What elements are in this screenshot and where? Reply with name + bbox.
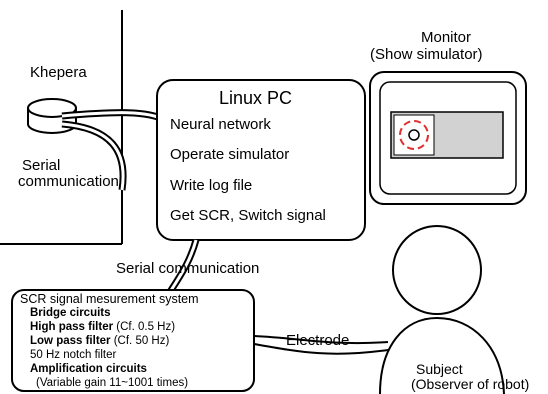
serial-scr-label: Serial communication: [116, 260, 260, 277]
pc-item-operate-simulator: Operate simulator: [170, 146, 290, 163]
scr-bridge-circuits: Bridge circuits: [30, 307, 111, 319]
electrode-wire-2: [253, 343, 389, 355]
electrode-wire-1: [253, 335, 389, 345]
robot-cable-fill: [61, 122, 125, 191]
scr-system-title: SCR signal mesurement system: [20, 292, 199, 306]
linux-pc-box: [156, 79, 366, 241]
serial-robot-label-line1: Serial: [22, 157, 61, 174]
monitor-label-line1: Monitor: [421, 29, 472, 46]
scr-low-pass-note: (Cf. 50 Hz): [110, 335, 170, 347]
scr-high-pass: High pass filter (Cf. 0.5 Hz): [30, 321, 175, 333]
scr-notch-filter: 50 Hz notch filter: [30, 349, 117, 361]
pc-item-write-log: Write log file: [170, 177, 253, 194]
subject-person-icon: [379, 225, 505, 394]
pc-item-get-scr: Get SCR, Switch signal: [170, 207, 326, 224]
monitor-label-line2: (Show simulator): [370, 46, 483, 63]
subject-label-line1: Subject: [416, 361, 463, 377]
scr-cable-fill: [168, 239, 198, 293]
serial-robot-label-line2: communication: [18, 173, 119, 190]
scr-low-pass-name: Low pass filter: [30, 335, 111, 347]
khepera-label: Khepera: [30, 64, 87, 81]
scr-amplification: Amplification circuits: [30, 363, 147, 375]
scr-variable-gain: (Variable gain 11~1001 times): [36, 377, 189, 389]
simulated-robot-icon: [408, 129, 420, 141]
linux-pc-title: Linux PC: [219, 88, 293, 108]
electrode-label: Electrode: [286, 332, 350, 349]
monitor-icon: [369, 71, 527, 205]
subject-label-line2: (Observer of robot): [411, 376, 530, 392]
simulated-robot-trail-icon: [399, 120, 429, 150]
scr-high-pass-note: (Cf. 0.5 Hz): [113, 321, 176, 333]
pc-item-neural-network: Neural network: [170, 116, 271, 133]
scr-high-pass-name: High pass filter: [30, 321, 114, 333]
scr-low-pass: Low pass filter (Cf. 50 Hz): [30, 335, 169, 347]
scr-system-box: [11, 289, 255, 392]
